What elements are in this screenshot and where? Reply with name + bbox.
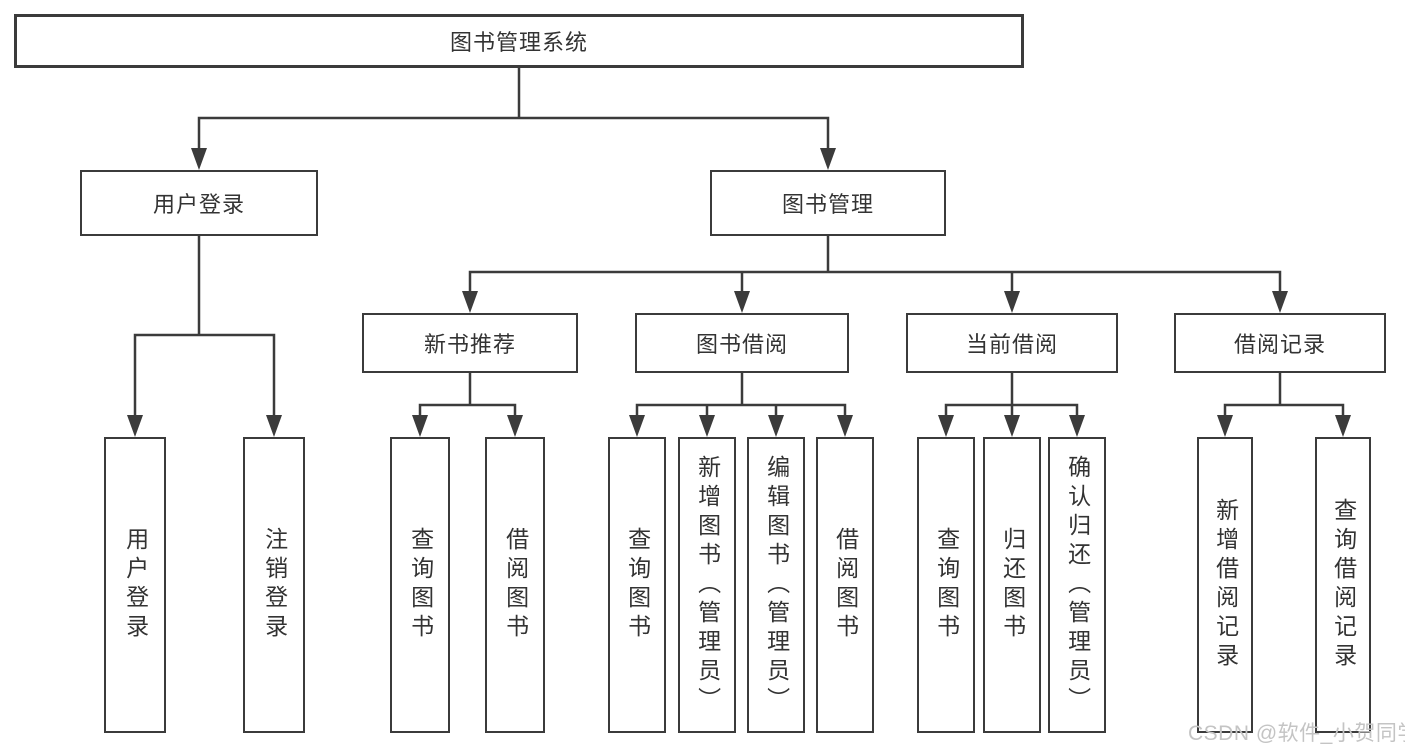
leaf-query-borrow-record-label: 查询借阅记录 (1330, 498, 1357, 672)
leaf-add-books-admin-label: 新增图书（管理员） (694, 454, 721, 716)
leaf-add-books-admin: 新增图书（管理员） (678, 437, 736, 733)
leaf-query-books-current-label: 查询图书 (933, 527, 960, 643)
node-book-management-label: 图书管理 (781, 192, 874, 217)
connector-arrowheads (127, 148, 1351, 437)
node-book-borrowing: 图书借阅 (635, 313, 849, 373)
node-current-borrowing-label: 当前借阅 (965, 332, 1058, 357)
node-new-book-recommendation-label: 新书推荐 (423, 332, 516, 357)
connector-lines (133, 66, 1345, 421)
leaf-edit-books-admin: 编辑图书（管理员） (747, 437, 805, 733)
leaf-borrow-books-borrowing: 借阅图书 (816, 437, 874, 733)
leaf-user-login: 用户登录 (104, 437, 166, 733)
leaf-add-borrow-record: 新增借阅记录 (1197, 437, 1253, 733)
node-current-borrowing: 当前借阅 (906, 313, 1118, 373)
leaf-query-books-recommend-label: 查询图书 (407, 527, 434, 643)
node-book-borrowing-label: 图书借阅 (695, 332, 788, 357)
leaf-borrow-books-recommend-label: 借阅图书 (502, 527, 529, 643)
leaf-query-books-borrowing-label: 查询图书 (624, 527, 651, 643)
node-borrowing-records-label: 借阅记录 (1233, 332, 1326, 357)
leaf-return-books-label: 归还图书 (999, 527, 1026, 643)
node-borrowing-records: 借阅记录 (1174, 313, 1386, 373)
leaf-logout-login-label: 注销登录 (261, 527, 288, 643)
leaf-borrow-books-borrowing-label: 借阅图书 (832, 527, 859, 643)
leaf-query-books-borrowing: 查询图书 (608, 437, 666, 733)
node-user-login: 用户登录 (80, 170, 318, 236)
leaf-user-login-label: 用户登录 (122, 527, 149, 643)
leaf-confirm-return-admin-label: 确认归还（管理员） (1064, 454, 1091, 716)
leaf-return-books: 归还图书 (983, 437, 1041, 733)
node-library-system: 图书管理系统 (14, 14, 1024, 68)
leaf-add-borrow-record-label: 新增借阅记录 (1212, 498, 1239, 672)
leaf-query-borrow-record: 查询借阅记录 (1315, 437, 1371, 733)
leaf-query-books-recommend: 查询图书 (390, 437, 450, 733)
watermark: CSDN @软件_小贺同学 (1188, 722, 1405, 745)
node-library-system-label: 图书管理系统 (449, 30, 588, 55)
leaf-edit-books-admin-label: 编辑图书（管理员） (763, 454, 790, 716)
leaf-logout-login: 注销登录 (243, 437, 305, 733)
node-new-book-recommendation: 新书推荐 (362, 313, 578, 373)
leaf-borrow-books-recommend: 借阅图书 (485, 437, 545, 733)
node-user-login-label: 用户登录 (152, 192, 245, 217)
leaf-query-books-current: 查询图书 (917, 437, 975, 733)
leaf-confirm-return-admin: 确认归还（管理员） (1048, 437, 1106, 733)
node-book-management: 图书管理 (710, 170, 946, 236)
